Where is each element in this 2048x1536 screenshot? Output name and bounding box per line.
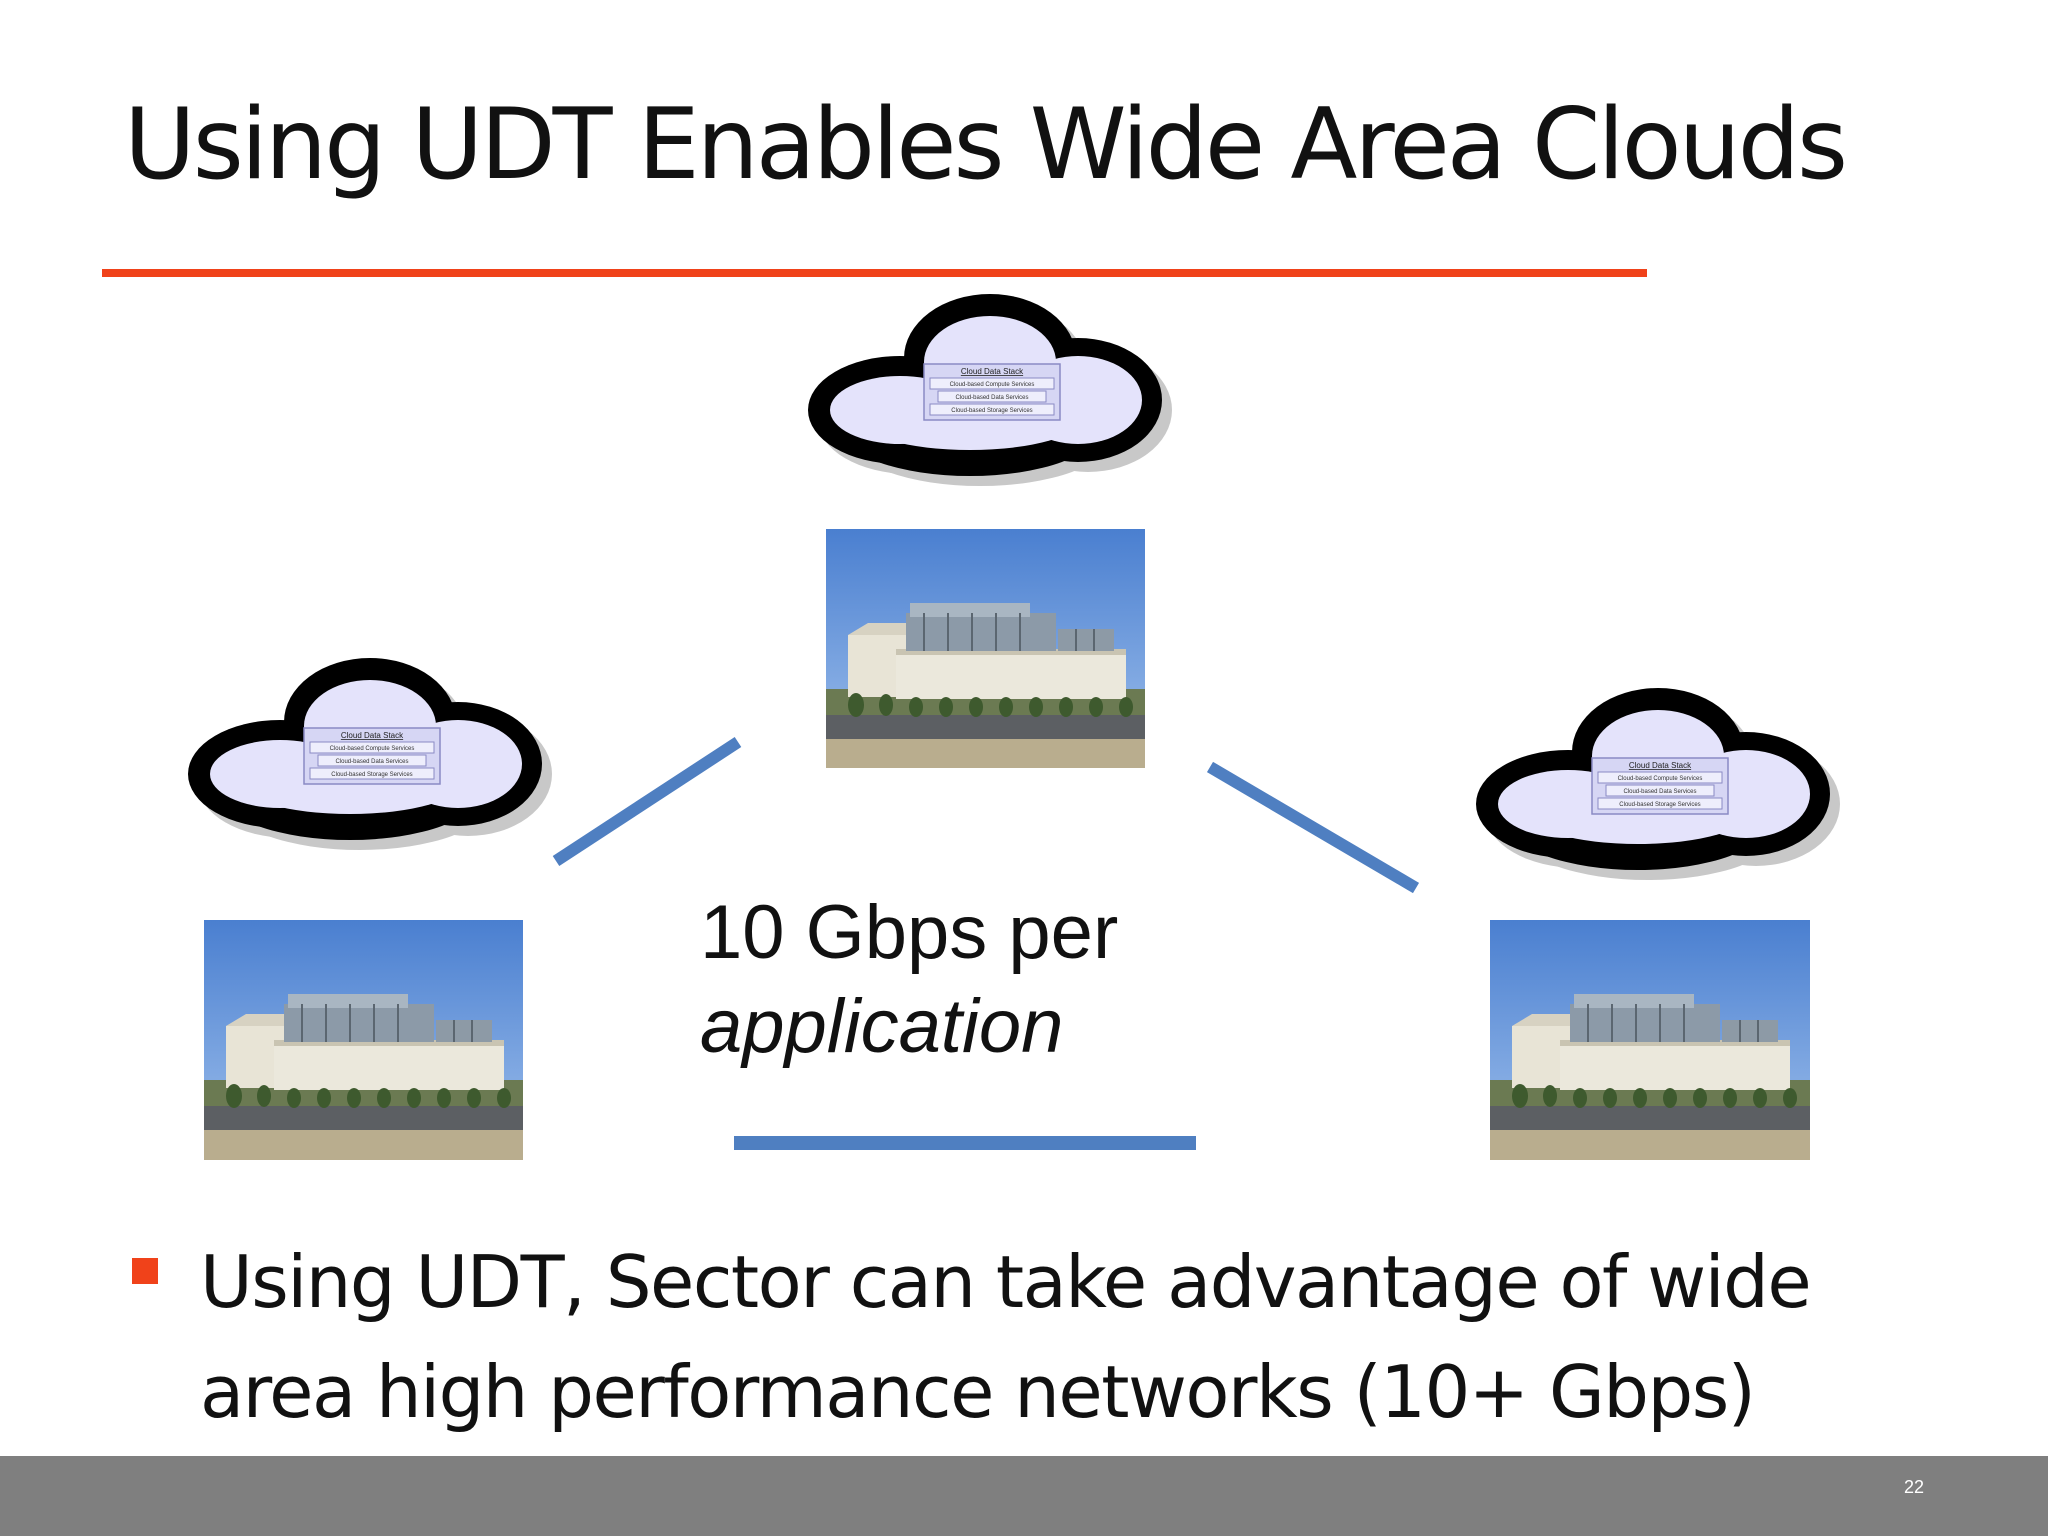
data-center-photo-right (1490, 920, 1810, 1160)
cloud-stack-row: Cloud-based Data Services (1623, 789, 1696, 795)
cloud-stack-row: Cloud-based Compute Services (1618, 776, 1703, 782)
cloud-stack-row: Cloud-based Storage Services (951, 408, 1032, 414)
cloud-top: Cloud Data Stack Cloud-based Compute Ser… (808, 294, 1172, 486)
cloud-right: Cloud Data Stack Cloud-based Compute Ser… (1476, 688, 1840, 880)
link-line-left (552, 736, 742, 867)
caption-line-1: 10 Gbps per (700, 890, 1119, 975)
footer-bar: 22 (0, 1456, 2048, 1536)
cloud-stack-row: Cloud-based Data Services (955, 395, 1028, 401)
cloud-stack-row: Cloud-based Storage Services (1619, 802, 1700, 808)
page-number: 22 (1903, 1477, 1924, 1497)
data-center-photo-top (826, 529, 1145, 768)
title-underline (102, 269, 1647, 277)
cloud-left: Cloud Data Stack Cloud-based Compute Ser… (188, 658, 552, 850)
link-line-right (1206, 761, 1420, 894)
cloud-stack-row: Cloud-based Storage Services (331, 772, 412, 778)
bullet-text: Using UDT, Sector can take advantage of … (200, 1240, 1812, 1434)
cloud-stack-header: Cloud Data Stack (341, 731, 404, 740)
bandwidth-caption: 10 Gbps per application (700, 886, 1118, 1074)
cloud-stack-header: Cloud Data Stack (1629, 761, 1692, 770)
bullet-square (132, 1258, 158, 1284)
caption-line-2: application (700, 984, 1064, 1069)
cloud-stack-header: Cloud Data Stack (961, 367, 1024, 376)
cloud-stack-row: Cloud-based Data Services (335, 759, 408, 765)
cloud-stack-row: Cloud-based Compute Services (950, 382, 1035, 388)
cloud-stack-row: Cloud-based Compute Services (330, 746, 415, 752)
data-center-photo-left (204, 920, 523, 1160)
slide-title: Using UDT Enables Wide Area Clouds (124, 88, 1848, 202)
